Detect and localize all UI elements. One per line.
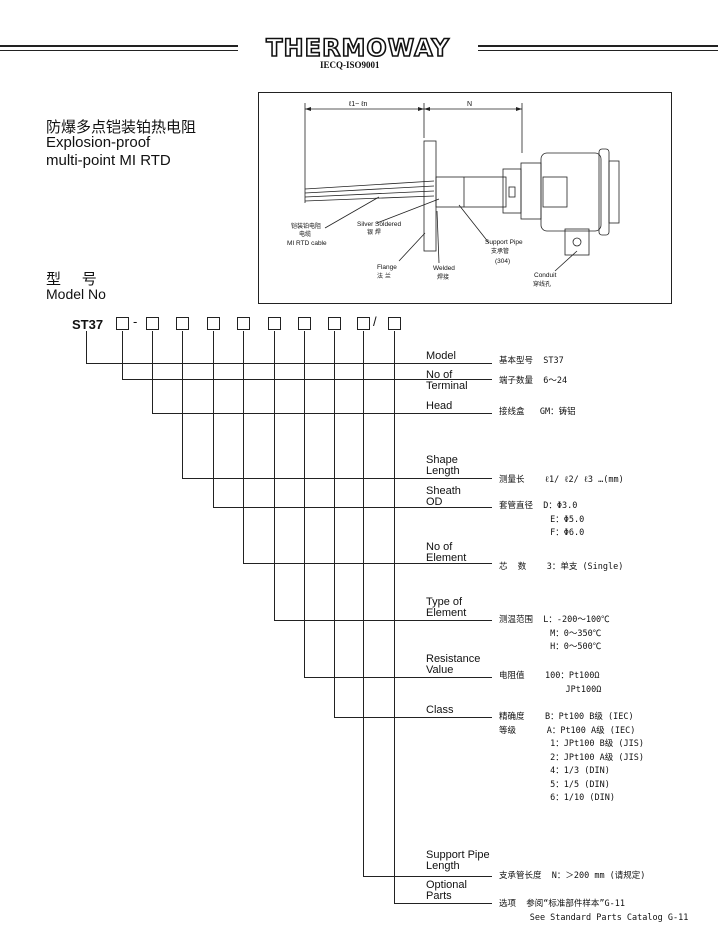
tree-vertical-line <box>274 331 275 620</box>
tree-vertical-line <box>86 331 87 363</box>
tree-horizontal-line <box>363 876 492 877</box>
tree-vertical-line <box>304 331 305 677</box>
tree-horizontal-line <box>213 507 492 508</box>
tree-vertical-line <box>152 331 153 413</box>
tree-horizontal-line <box>304 677 492 678</box>
tree-horizontal-line <box>182 478 492 479</box>
title-en-line1: Explosion-proof <box>46 134 151 151</box>
brand-logo: THERMOWAY <box>265 33 450 63</box>
code-box-class <box>328 317 341 330</box>
code-box-head <box>146 317 159 330</box>
tree-horizontal-line <box>243 563 492 564</box>
code-box-shape-length <box>176 317 189 330</box>
tree-vertical-line <box>182 331 183 478</box>
tree-vertical-line <box>334 331 335 717</box>
tree-vertical-line <box>213 331 214 507</box>
cable-label-en: MI RTD cable <box>287 240 327 247</box>
tree-horizontal-line <box>274 620 492 621</box>
tree-vertical-line <box>243 331 244 563</box>
field-label-support-length: Support Pipe Length <box>426 849 490 872</box>
tree-horizontal-line <box>122 379 492 380</box>
code-box-terminal <box>116 317 129 330</box>
silver-soldered-label: Silver Soldered <box>357 221 402 228</box>
field-label-resistance: Resistance Value <box>426 653 481 676</box>
field-label-model: Model <box>426 350 456 362</box>
field-desc-element-count: 芯 数 3：单支 (Single) <box>499 562 624 572</box>
field-desc-model: 基本型号 ST37 <box>499 356 564 366</box>
field-desc-optional: 选项 参阅“标准部件样本”G-11 See Standard Parts Cat… <box>499 899 689 923</box>
title-cn: 防爆多点铠装铂热电阻 <box>46 118 197 136</box>
field-desc-head: 接线盒 GM：铸铝 <box>499 407 576 417</box>
code-box-sheath-od <box>207 317 220 330</box>
tree-horizontal-line <box>334 717 492 718</box>
conduit-cn: 穿线孔 <box>533 281 552 288</box>
tree-vertical-line <box>122 331 123 379</box>
tree-vertical-line <box>394 331 395 903</box>
field-desc-class: 精确度 B：Pt100 B级 (IEC) 等级 A：Pt100 A级 (IEC)… <box>499 712 644 803</box>
welded-label: Welded <box>433 265 455 272</box>
tree-horizontal-line <box>394 903 492 904</box>
code-box-element-count <box>237 317 250 330</box>
field-label-optional: Optional Parts <box>426 879 467 902</box>
product-diagram: ℓ1~ ℓn N Silver Soldered 银 焊 铠装铂电阻 电缆 MI… <box>258 92 672 304</box>
dimension-n-label: N <box>467 101 473 108</box>
code-box-element-type <box>268 317 281 330</box>
field-desc-sheath-od: 套管直径 D：Φ3.0 E：Φ5.0 F：Φ6.0 <box>499 501 585 538</box>
code-slash: / <box>373 314 377 329</box>
field-label-terminal: No of Terminal <box>426 369 468 392</box>
field-label-element-count: No of Element <box>426 541 467 564</box>
product-drawing <box>304 103 620 272</box>
certification-label: IECQ-ISO9001 <box>320 60 380 70</box>
model-heading-en: Model No <box>46 286 106 302</box>
silver-soldered-cn: 银 焊 <box>367 229 381 236</box>
tree-horizontal-line <box>86 363 492 364</box>
title-en-line2: multi-point MI RTD <box>46 152 171 169</box>
field-label-sheath-od: Sheath OD <box>426 485 461 508</box>
support-pipe-cn: 支承管 <box>491 248 510 255</box>
field-label-element-type: Type of Element <box>426 596 467 619</box>
welded-cn: 焊接 <box>437 274 450 281</box>
cable-label-cn1: 铠装铂电阻 <box>291 223 322 230</box>
field-label-class: Class <box>426 704 454 716</box>
header-rule-right <box>478 45 718 51</box>
tree-horizontal-line <box>152 413 492 414</box>
code-box-support-length <box>357 317 370 330</box>
field-desc-resistance: 电阻值 100：Pt100Ω JPt100Ω <box>499 671 602 695</box>
code-box-options <box>388 317 401 330</box>
model-code-prefix: ST37 <box>72 317 104 332</box>
field-desc-support-length: 支承管长度 N：＞200 mm (请规定) <box>499 871 646 881</box>
field-label-shape-length: Shape Length <box>426 454 460 477</box>
conduit-label: Conduit <box>534 272 557 279</box>
cable-label-cn2: 电缆 <box>299 231 312 238</box>
field-desc-terminal: 端子数量 6～24 <box>499 376 568 386</box>
tree-vertical-line <box>363 331 364 876</box>
dimension-length-label: ℓ1~ ℓn <box>349 101 368 108</box>
support-pipe-material: (304) <box>495 258 511 265</box>
field-label-head: Head <box>426 400 453 412</box>
field-desc-shape-length: 测量长 ℓ1/ ℓ2/ ℓ3 …(mm) <box>499 475 624 485</box>
header-rule-left <box>0 45 238 51</box>
field-desc-element-type: 测温范围 L：-200～100℃ M：0～350℃ H：0～500℃ <box>499 615 610 652</box>
code-dash: - <box>133 314 138 329</box>
code-box-resistance <box>298 317 311 330</box>
support-pipe-label: Support Pipe <box>485 239 523 246</box>
model-heading-cn: 型 号 <box>46 270 105 288</box>
flange-cn: 法 兰 <box>377 273 391 280</box>
flange-label: Flange <box>377 264 397 271</box>
